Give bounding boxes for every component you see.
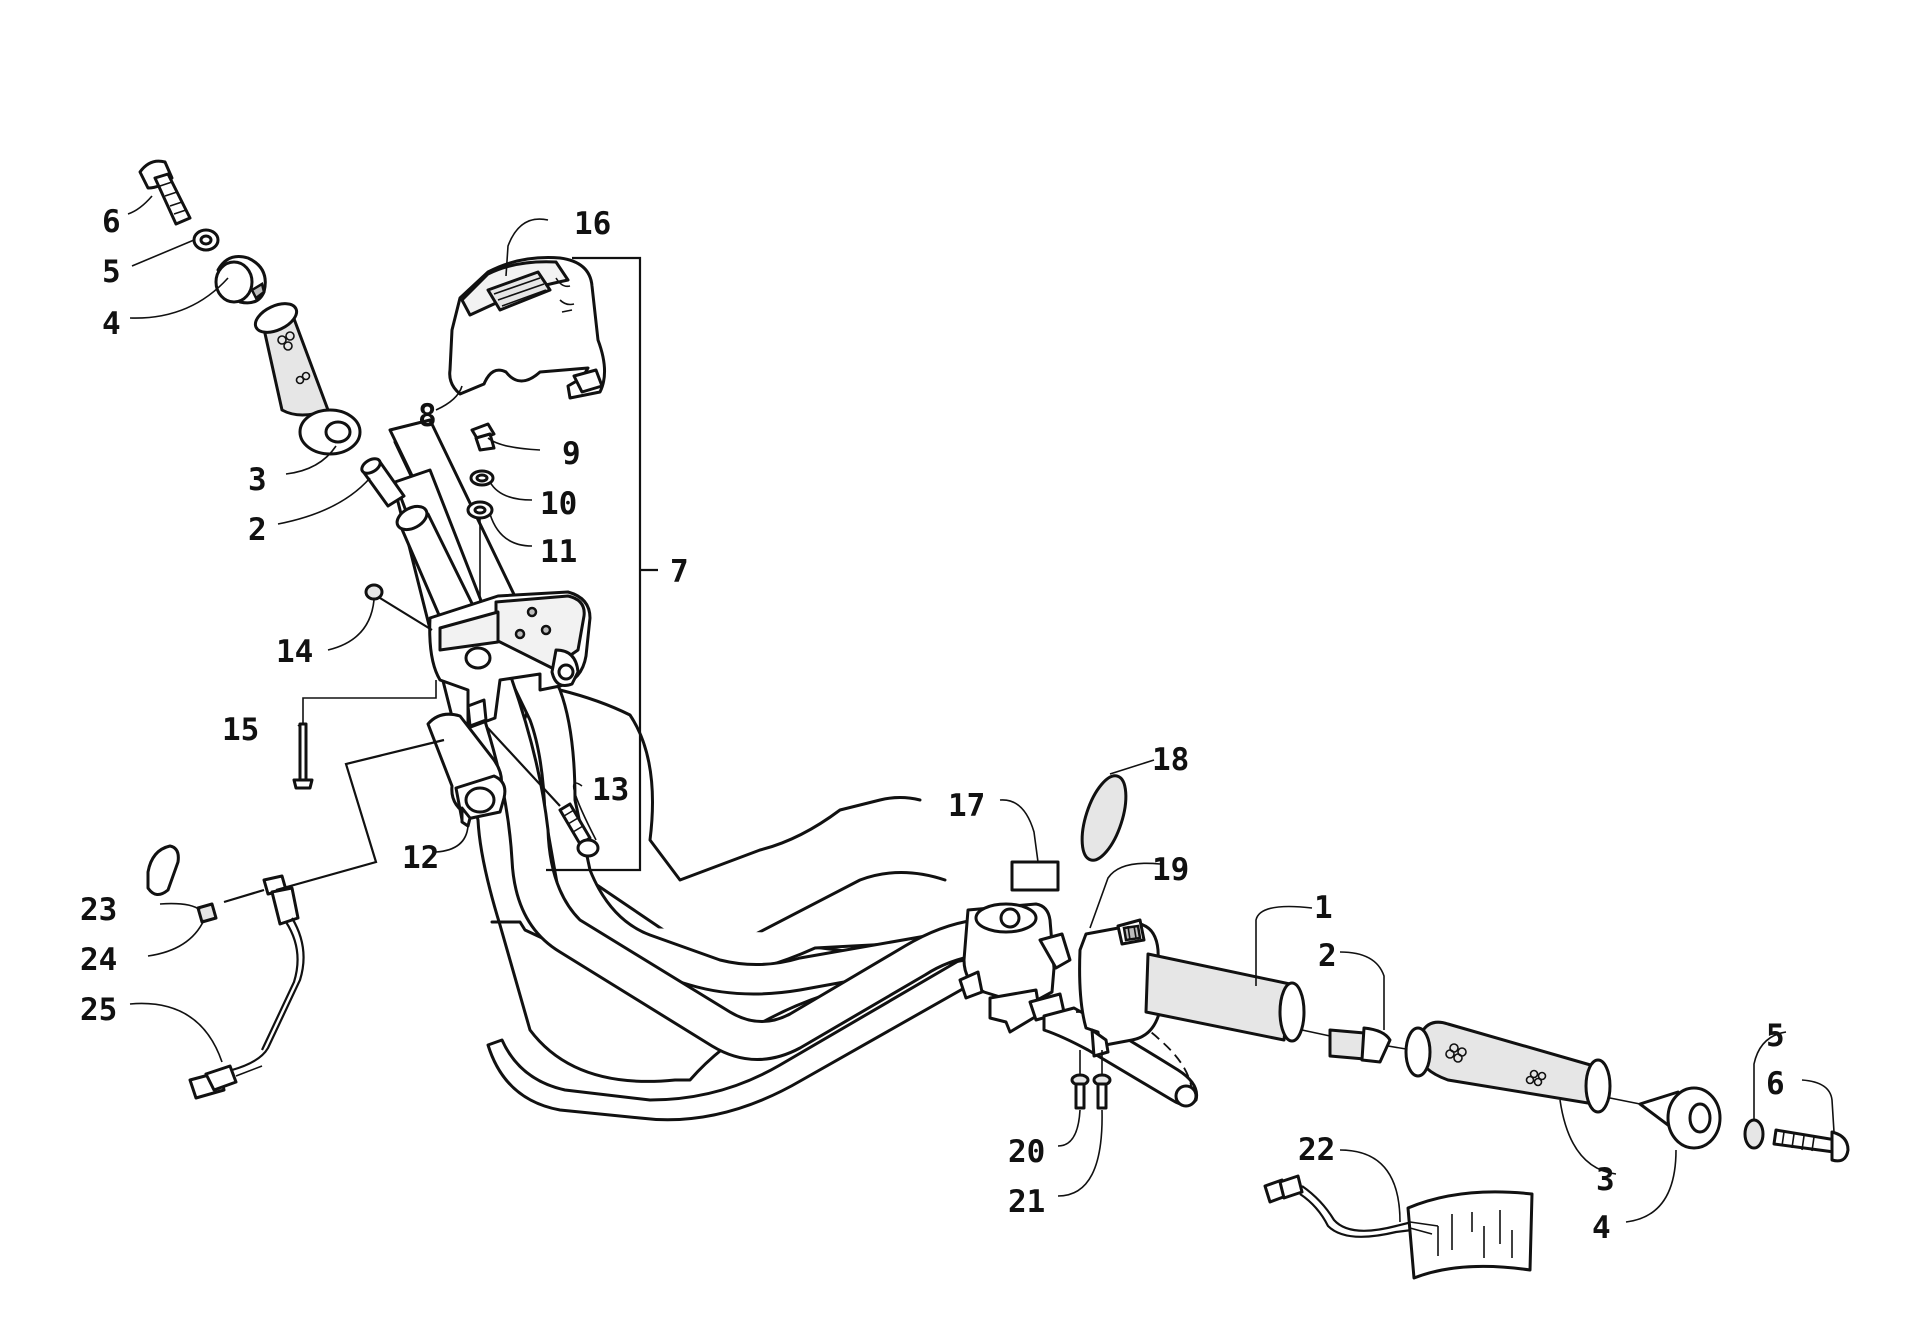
- callout-6-left: 6: [102, 204, 121, 240]
- callout-21: 21: [1008, 1184, 1045, 1220]
- callout-11: 11: [540, 534, 577, 570]
- assembly-line-15: [302, 680, 437, 724]
- assembly-line-14: [379, 597, 433, 631]
- callout-1: 1: [1314, 890, 1333, 926]
- screw-20: [1070, 1073, 1090, 1110]
- assembly-line-13: [485, 725, 561, 807]
- nut-14: [364, 583, 384, 601]
- callout-20: 20: [1008, 1134, 1045, 1170]
- callout-9: 9: [562, 436, 581, 472]
- callout-18: 18: [1152, 742, 1189, 778]
- assembly-line-25: [275, 738, 445, 892]
- assembly-line-2r-left: [1301, 1029, 1331, 1037]
- screw-9: [470, 422, 496, 452]
- callout-6-right: 6: [1766, 1066, 1785, 1102]
- callout-12: 12: [402, 840, 439, 876]
- callout-4-left: 4: [102, 306, 121, 342]
- callout-3-right: 3: [1596, 1162, 1615, 1198]
- bar-end-right: [1638, 1086, 1722, 1150]
- callout-2-right: 2: [1318, 938, 1337, 974]
- callout-23: 23: [80, 892, 117, 928]
- washer-18: [1080, 774, 1128, 862]
- leader-lines: [127, 195, 1835, 1223]
- bracket-7: [546, 256, 642, 872]
- callout-7: 7: [670, 554, 689, 590]
- switch-housing-right: [1078, 918, 1162, 1058]
- connector-cap-23: [146, 844, 180, 896]
- bar-end-left: [214, 255, 267, 305]
- callout-4-right: 4: [1592, 1210, 1611, 1246]
- grip-left: [253, 302, 362, 456]
- callout-5-right: 5: [1766, 1018, 1785, 1054]
- washer-right: [1743, 1118, 1765, 1150]
- switch-housing-cover: [448, 256, 606, 400]
- callout-3-left: 3: [248, 462, 267, 498]
- bolt-right: [1772, 1128, 1850, 1163]
- screw-21: [1092, 1073, 1112, 1110]
- seal-24: [196, 902, 218, 924]
- callout-16: 16: [574, 206, 611, 242]
- lock-washer-10: [469, 469, 495, 487]
- grip-heater-22: [1263, 1174, 1534, 1280]
- washer-left: [192, 228, 220, 252]
- washer-11: [466, 500, 494, 520]
- screw-13: [558, 802, 600, 858]
- callouts: 6 5 4 3 2 16 8 9 10 11 7 14 15 13 12 23 …: [80, 204, 1785, 1246]
- callout-17: 17: [948, 788, 985, 824]
- callout-8: 8: [418, 398, 437, 434]
- callout-5-left: 5: [102, 254, 121, 290]
- brake-master-cylinder: [958, 902, 1072, 1034]
- screw-15: [292, 722, 314, 790]
- assembly-line-3r: [1609, 1097, 1641, 1105]
- grip-sleeve-right: [1328, 1026, 1392, 1064]
- grip-sleeve-left: [360, 457, 406, 508]
- callout-15: 15: [222, 712, 259, 748]
- callout-2-left: 2: [248, 512, 267, 548]
- callout-10: 10: [540, 486, 577, 522]
- throttle-tube: [1144, 952, 1306, 1043]
- bolt-left: [138, 159, 192, 226]
- callout-22: 22: [1298, 1132, 1335, 1168]
- decal-17: [1010, 860, 1060, 892]
- assembly-line-24: [223, 888, 265, 904]
- callout-19: 19: [1152, 852, 1189, 888]
- callout-25: 25: [80, 992, 117, 1028]
- grip-right: [1404, 1020, 1612, 1114]
- callout-24: 24: [80, 942, 117, 978]
- callout-13: 13: [592, 772, 629, 808]
- switch-housing-base: [428, 590, 592, 730]
- callout-14: 14: [276, 634, 313, 670]
